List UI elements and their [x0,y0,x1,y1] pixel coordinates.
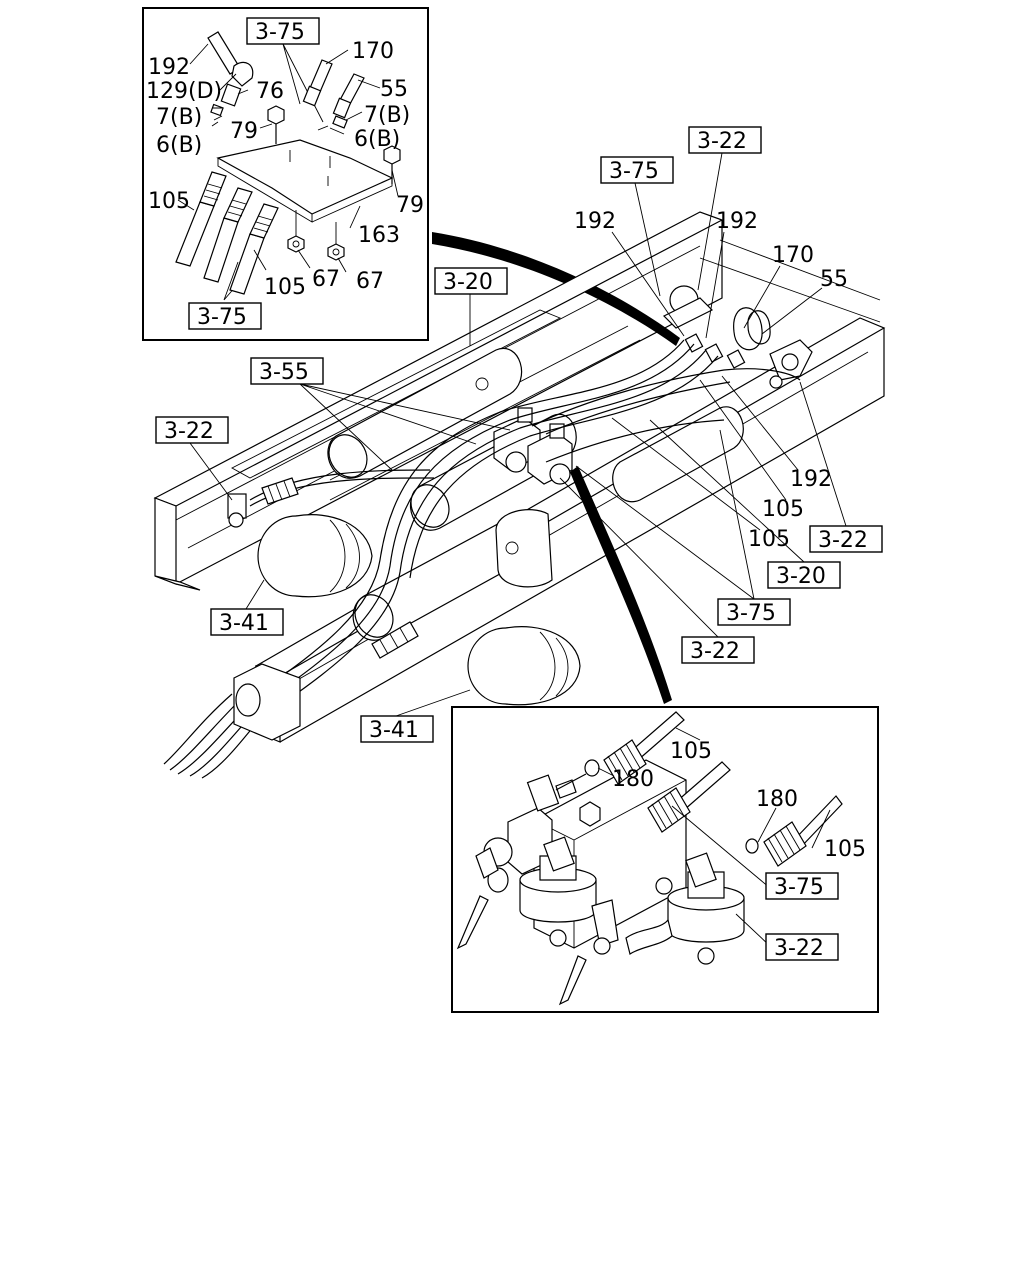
svg-text:170: 170 [352,39,394,64]
air-tank-upper [327,347,523,479]
ref-box-3-22-left[interactable]: 3-22 [155,416,229,444]
corrugated-hose-left [261,477,299,505]
relay-valve-center [519,836,619,955]
ref-box-3-20-left[interactable]: 3-20 [434,267,508,295]
svg-text:170: 170 [772,243,814,268]
ref-box-3-75-inset-bottom[interactable]: 3-75 [188,302,262,330]
top-inset: 3-75 3-75 [142,7,429,341]
svg-text:3-75: 3-75 [726,601,776,626]
pointer-arrow-bottom [570,466,672,704]
ref-box-3-55[interactable]: 3-55 [250,357,324,385]
hose-105-bottom-top [555,711,685,791]
svg-text:79: 79 [396,193,424,218]
ref-box-3-22-bottom-inset[interactable]: 3-22 [765,933,839,961]
svg-text:105: 105 [748,527,790,552]
nut-67-right [327,222,345,261]
svg-text:7(B): 7(B) [364,103,410,128]
washer-7b-right [332,115,348,129]
hose-105-bottom-middle [647,761,731,833]
ref-box-3-41-left[interactable]: 3-41 [210,608,284,636]
svg-text:3-22: 3-22 [690,639,740,664]
ref-box-3-75-bottom-inset[interactable]: 3-75 [765,872,839,900]
svg-text:3-20: 3-20 [776,564,826,589]
svg-text:3-55: 3-55 [259,360,309,385]
svg-text:55: 55 [820,267,848,292]
chassis-main-view: 3-22 3-75 3-20 3-55 3-22 3-22 3-20 3-75 [153,126,886,779]
svg-text:105: 105 [264,275,306,300]
svg-text:3-22: 3-22 [697,129,747,154]
svg-text:105: 105 [670,739,712,764]
svg-text:163: 163 [358,223,400,248]
svg-text:129(D): 129(D) [146,79,222,104]
svg-text:55: 55 [380,77,408,102]
hose-105-middle [203,187,253,283]
ref-box-3-75-mid[interactable]: 3-75 [717,598,791,626]
connector-55 [332,73,365,119]
svg-text:192: 192 [574,209,616,234]
bolt-79-left [267,105,285,144]
svg-text:3-22: 3-22 [164,419,214,444]
valve-assembly-main [493,407,573,485]
elbow-129d [231,61,254,87]
air-bellows-right [467,626,581,706]
valve-assembly-upper [662,285,746,369]
ref-box-3-20-right[interactable]: 3-20 [767,561,841,589]
nut-67-left [287,210,305,253]
svg-text:3-41: 3-41 [219,611,269,636]
svg-text:79: 79 [230,119,258,144]
relay-valve-right [625,852,745,965]
svg-text:180: 180 [756,787,798,812]
svg-text:105: 105 [762,497,804,522]
ref-box-3-41-bottom[interactable]: 3-41 [360,715,434,743]
svg-text:6(B): 6(B) [156,133,202,158]
svg-text:3-22: 3-22 [818,528,868,553]
bottom-inset: 3-75 3-22 105 180 180 105 [451,706,879,1013]
svg-text:3-22: 3-22 [774,936,824,961]
hose-105-right [229,203,279,295]
ref-box-3-22-mid[interactable]: 3-22 [681,636,755,664]
svg-text:6(B): 6(B) [354,127,400,152]
pointer-arrow-top [432,232,680,346]
svg-text:180: 180 [612,767,654,792]
fitting-76 [220,83,242,107]
valve-left [227,493,247,528]
svg-text:105: 105 [824,837,866,862]
hose-105-left [175,171,227,267]
svg-text:3-20: 3-20 [443,270,493,295]
hose-105-bottom-right [745,795,843,867]
svg-text:67: 67 [356,269,384,294]
svg-text:3-41: 3-41 [369,718,419,743]
svg-text:3-75: 3-75 [197,305,247,330]
air-bellows-left [257,514,373,598]
svg-text:192: 192 [716,209,758,234]
ref-box-3-22-top[interactable]: 3-22 [688,126,762,154]
svg-text:76: 76 [256,79,284,104]
ref-box-3-75-inset-top[interactable]: 3-75 [246,17,320,45]
svg-text:105: 105 [148,189,190,214]
valve-assembly-right [769,339,813,389]
svg-text:7(B): 7(B) [156,105,202,130]
pipe-bundle [163,339,801,779]
ref-box-3-22-right[interactable]: 3-22 [809,525,883,553]
svg-text:192: 192 [790,467,832,492]
bolt-79-right [383,145,401,184]
svg-text:3-75: 3-75 [609,159,659,184]
svg-text:3-75: 3-75 [255,20,305,45]
connector-170 [302,59,333,107]
air-tank-right [612,406,744,503]
svg-text:3-75: 3-75 [774,875,824,900]
svg-text:67: 67 [312,267,340,292]
ref-box-3-75-top[interactable]: 3-75 [600,156,674,184]
corrugated-hose-lower [371,621,419,659]
svg-text:192: 192 [148,55,190,80]
air-tank-front [495,509,553,588]
